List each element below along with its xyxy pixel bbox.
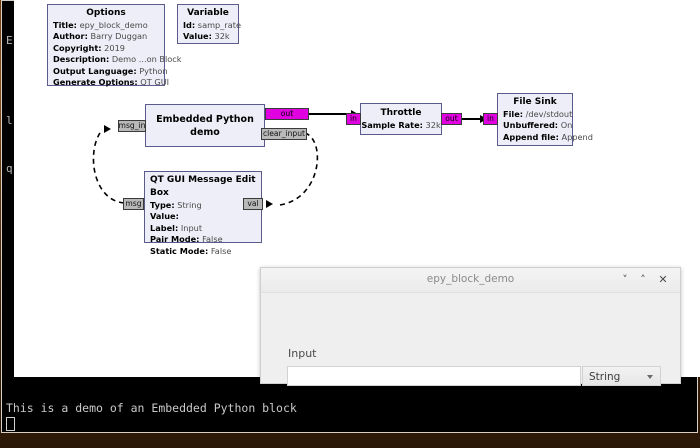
dialog-titlebar[interactable]: epy_block_demo ˅ ˄ ✕ xyxy=(261,268,680,293)
param-value: Python xyxy=(139,65,168,76)
terminal-line: l xyxy=(6,114,13,127)
block-title: QT GUI Message Edit Box xyxy=(150,175,256,198)
param-key: Type: xyxy=(150,200,175,210)
block-param-row: Label: Input xyxy=(150,223,256,234)
block-param-row: Author: Barry Duggan xyxy=(53,31,159,42)
param-value: False xyxy=(202,234,223,245)
block-param-row: Output Language: Python xyxy=(53,65,168,77)
param-value: /dev/stdout xyxy=(525,109,573,119)
block-param-row: Unbuffered: On xyxy=(503,120,572,131)
block-param-row: Generate Options: QT GUI xyxy=(53,77,169,88)
maximize-icon[interactable]: ˄ xyxy=(640,273,646,286)
param-value: Input xyxy=(180,222,203,233)
port-epy-clear-input[interactable]: clear_input xyxy=(261,128,307,140)
block-param-row: Title: epy_block_demo xyxy=(53,20,159,31)
stream-wire-throttle-to-filesink xyxy=(462,118,482,120)
minimize-icon[interactable]: ˅ xyxy=(622,273,628,286)
dialog-body: Input String xyxy=(261,293,680,386)
block-param-row: Description: Demo ...on Block xyxy=(53,54,182,65)
block-param-row: Append file: Append xyxy=(503,131,593,143)
param-value: 32k xyxy=(425,119,441,130)
block-title: Options xyxy=(86,8,126,18)
block-embedded-python-demo[interactable]: Embedded Python demo xyxy=(145,104,265,147)
message-input-field[interactable] xyxy=(287,366,581,386)
port-epy-msg-in[interactable]: msg_in xyxy=(118,120,146,132)
param-key: Static Mode: xyxy=(150,245,209,256)
param-value: epy_block_demo xyxy=(79,20,148,30)
block-param-row: Type: String xyxy=(150,200,256,211)
block-variable[interactable]: Variable Id: samp_rate Value: 32k xyxy=(177,4,241,44)
port-throttle-out[interactable]: out xyxy=(441,113,462,125)
type-select-value: String xyxy=(589,371,621,383)
param-value: 2019 xyxy=(104,42,126,53)
param-key: Pair Mode: xyxy=(150,234,200,245)
port-throttle-in[interactable]: in xyxy=(346,113,361,125)
param-value: samp_rate xyxy=(197,20,241,30)
param-value: QT GUI xyxy=(140,77,170,88)
port-msgbox-msg-out[interactable]: msg xyxy=(123,198,144,210)
param-key: Value: xyxy=(183,31,212,42)
close-icon[interactable]: ✕ xyxy=(658,273,668,286)
block-title: File Sink xyxy=(513,97,557,107)
param-key: Generate Options: xyxy=(53,77,138,88)
chevron-down-icon xyxy=(647,375,653,379)
block-param-row: Pair Mode: False xyxy=(150,234,256,245)
epy-block-demo-dialog[interactable]: epy_block_demo ˅ ˄ ✕ Input String xyxy=(260,267,681,386)
param-key: File: xyxy=(503,109,524,119)
block-param-row: Value: xyxy=(150,211,256,222)
block-qt-gui-message-edit-box[interactable]: QT GUI Message Edit Box Type: String Val… xyxy=(144,171,262,256)
param-value: False xyxy=(210,245,232,256)
block-throttle[interactable]: Throttle Sample Rate: 32k xyxy=(360,103,442,135)
param-key: Description: xyxy=(53,54,110,65)
block-file-sink[interactable]: File Sink File: /dev/stdout Unbuffered: … xyxy=(497,93,593,146)
terminal-left-text: E l q xyxy=(6,1,696,209)
block-title: Throttle xyxy=(380,107,422,118)
block-param-row: Id: samp_rate xyxy=(183,20,241,31)
block-param-row: File: /dev/stdout xyxy=(503,109,572,120)
input-field-label: Input xyxy=(288,347,317,360)
block-param-row: Copyright: 2019 xyxy=(53,43,159,54)
terminal-line: q xyxy=(6,162,13,175)
port-filesink-in[interactable]: in xyxy=(483,113,498,125)
type-select[interactable]: String xyxy=(582,366,661,386)
param-key: Id: xyxy=(183,20,196,30)
param-key: Title: xyxy=(53,20,77,30)
param-key: Output Language: xyxy=(53,65,137,76)
dialog-title: epy_block_demo xyxy=(426,273,515,285)
block-param-row: Sample Rate: 32k xyxy=(361,120,440,131)
param-key: Copyright: xyxy=(53,42,102,53)
param-value: On xyxy=(560,120,573,131)
param-key: Sample Rate: xyxy=(361,119,423,130)
terminal-cursor xyxy=(6,417,15,431)
port-epy-out[interactable]: out xyxy=(265,108,309,120)
param-key: Author: xyxy=(53,31,88,42)
param-value: Append xyxy=(561,131,593,142)
param-key: Append file: xyxy=(503,131,559,142)
block-title: Embedded Python demo xyxy=(156,113,254,138)
param-value: 32k xyxy=(214,31,230,42)
terminal-output-line: This is a demo of an Embedded Python blo… xyxy=(6,401,297,415)
block-param-row: Static Mode: False xyxy=(150,246,256,257)
port-msgbox-val-in[interactable]: val xyxy=(243,198,263,210)
block-title: Variable xyxy=(187,8,229,18)
stream-wire-epy-to-throttle xyxy=(309,113,353,115)
block-options[interactable]: Options Title: epy_block_demo Author: Ba… xyxy=(47,4,182,88)
terminal-line: E xyxy=(6,34,13,47)
val-arrowhead xyxy=(266,200,273,208)
param-value: Demo ...on Block xyxy=(111,54,182,65)
param-key: Unbuffered: xyxy=(503,120,559,131)
block-param-row: Value: 32k xyxy=(183,31,233,42)
param-value: Barry Duggan xyxy=(90,31,148,42)
param-key: Value: xyxy=(150,211,179,222)
param-key: Label: xyxy=(150,222,179,233)
msg-in-arrowhead xyxy=(104,125,111,133)
param-value: String xyxy=(177,200,202,210)
